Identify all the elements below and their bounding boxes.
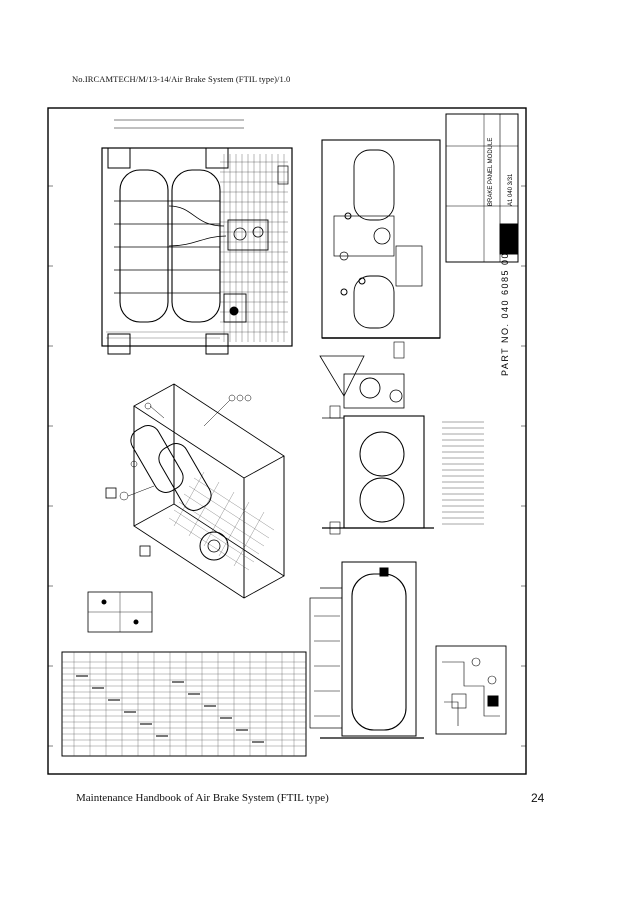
top-view: [101, 119, 293, 355]
side-view-upper: [321, 139, 441, 359]
parts-list-table: [61, 651, 307, 757]
engineering-drawing: BRAKE PANEL MODULE A1 040 3/31 PART NO. …: [47, 107, 527, 775]
title-block: [445, 113, 519, 263]
title-block-name: BRAKE PANEL MODULE: [488, 138, 494, 206]
isometric-view: [105, 383, 285, 599]
page-number: 24: [531, 791, 545, 805]
notes-block: [442, 421, 484, 525]
border-ticks: [48, 185, 526, 747]
title-block-small-no: A1 040 3/31: [508, 173, 514, 206]
detail-view: [87, 591, 153, 633]
part-number: PART NO. 040 6085 00: [500, 252, 510, 376]
document-reference: No.IRCAMTECH/M/13-14/Air Brake System (F…: [72, 74, 291, 84]
drawing-border: [47, 107, 527, 775]
side-view-lower: [309, 561, 424, 739]
footer-title: Maintenance Handbook of Air Brake System…: [76, 792, 329, 804]
pneumatic-schematic: [435, 645, 507, 735]
side-view-middle: [319, 355, 434, 535]
